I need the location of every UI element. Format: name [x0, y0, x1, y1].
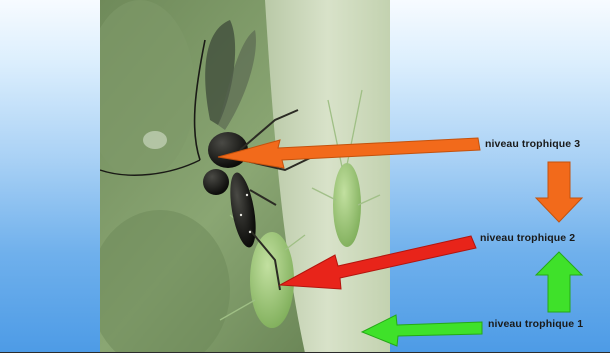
label-trophic-level-2: niveau trophique 2: [480, 232, 575, 244]
flow-arrow-down: [536, 162, 582, 222]
label-trophic-level-1: niveau trophique 1: [488, 318, 583, 330]
wasp-aphid-photo: [100, 0, 390, 353]
flow-arrow-up: [536, 252, 582, 312]
label-trophic-level-3: niveau trophique 3: [485, 138, 580, 150]
